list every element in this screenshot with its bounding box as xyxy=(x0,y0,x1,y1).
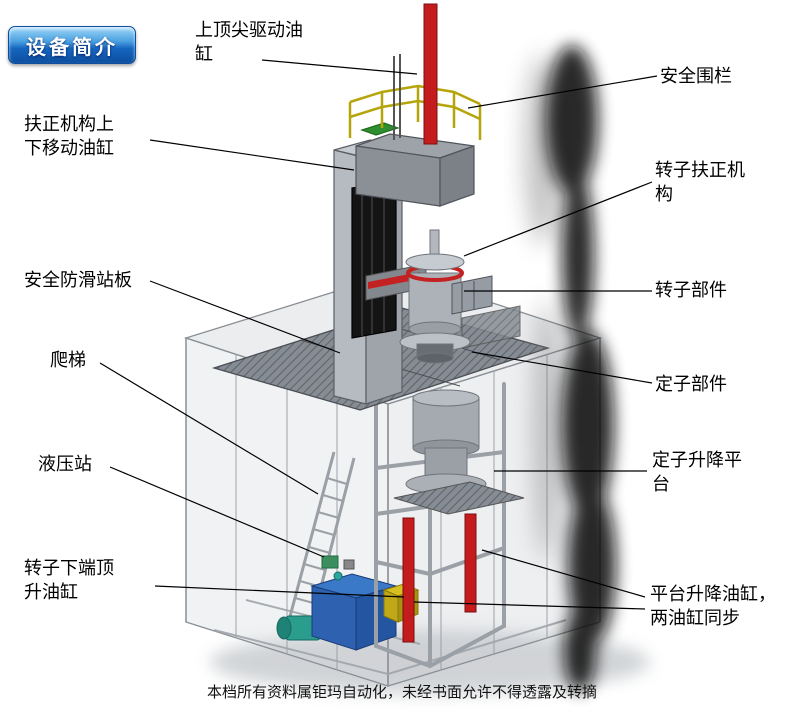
head-box xyxy=(355,122,475,207)
safety-fence-railing xyxy=(348,84,482,140)
callout-stator-lift-platform: 定子升降平台 xyxy=(652,450,742,494)
callout-platform-lift-cylinders: 平台升降油缸，两油缸同步 xyxy=(650,584,776,628)
callout-rotor-component: 转子部件 xyxy=(655,280,727,300)
leader-rotor-centering xyxy=(463,181,653,257)
leader-stator-component xyxy=(471,351,653,384)
callout-ladder: 爬梯 xyxy=(50,350,86,370)
confidentiality-notice: 本档所有资料属钜玛自动化，未经书面允许不得透露及转摘 xyxy=(206,685,597,701)
mid-platform xyxy=(393,481,525,515)
render-smudge xyxy=(525,45,616,692)
top-drive-cylinder-rod xyxy=(393,3,438,145)
platform-lift-cylinders-red-rods xyxy=(402,513,477,643)
leader-top-drive-cylinder xyxy=(261,59,418,75)
callout-stator-component: 定子部件 xyxy=(655,374,727,394)
callout-centering-lift-cylinder: 扶正机构上下移动油缸 xyxy=(24,114,114,158)
leader-centering-cylinder xyxy=(149,139,355,171)
leader-rotor-jack xyxy=(154,585,405,598)
stator-assembly xyxy=(405,389,487,495)
leader-safety-fence xyxy=(467,75,658,109)
leader-antislip-platform xyxy=(149,280,341,354)
leader-platform-cyl-2 xyxy=(413,601,646,610)
callout-safety-fence: 安全围栏 xyxy=(660,66,732,86)
rotor-assembly xyxy=(365,229,493,364)
leader-hydraulic-station xyxy=(109,466,325,558)
ladder-structure xyxy=(286,451,356,631)
main-column xyxy=(333,139,405,405)
callout-rotor-centering-mechanism: 转子扶正机构 xyxy=(655,160,745,204)
callout-antislip-platform: 安全防滑站板 xyxy=(24,270,132,290)
leader-ladder xyxy=(99,362,319,495)
callout-rotor-bottom-jack-cylinder: 转子下端顶升油缸 xyxy=(24,558,114,602)
callout-top-drive-cylinder: 上顶尖驱动油缸 xyxy=(195,20,303,64)
leader-platform-cyl-1 xyxy=(481,549,646,598)
callout-hydraulic-station: 液压站 xyxy=(38,454,92,474)
title-badge: 设备简介 xyxy=(8,26,136,64)
